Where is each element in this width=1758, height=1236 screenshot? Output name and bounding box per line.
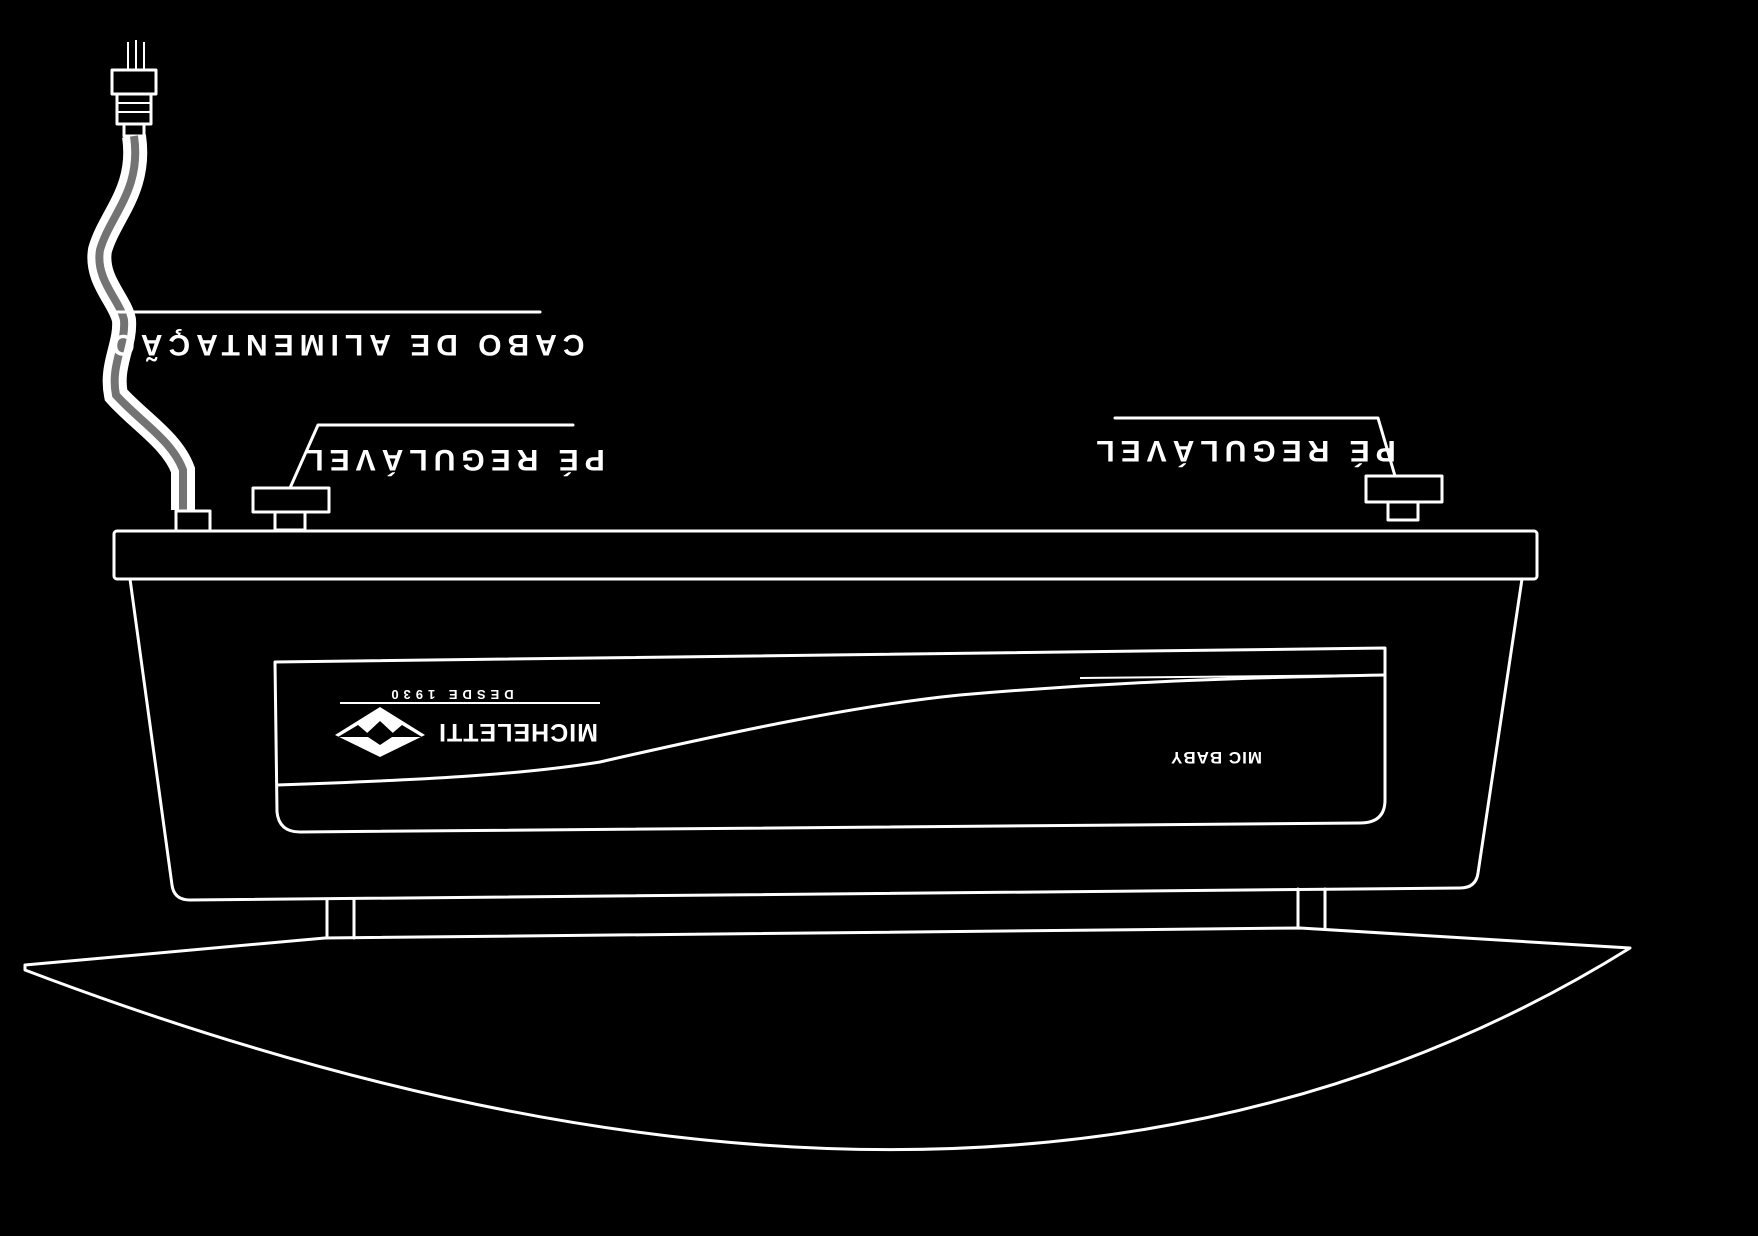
power-cable: [87, 40, 212, 533]
model-name: MIC BABY: [1170, 748, 1262, 767]
power-cable-label: CABO DE ALIMENTAÇÃO: [106, 328, 585, 362]
cable-grommet: [174, 509, 212, 533]
support-post-right: [1296, 887, 1327, 930]
adjustable-foot-left-leader: [288, 423, 575, 490]
cable-plug: [110, 40, 158, 138]
adjustable-foot-right-leader: [1113, 416, 1397, 478]
brand-since: DESDE 1930: [386, 687, 513, 702]
brand-name: MICHELETTI: [438, 718, 598, 746]
brand-logo: [335, 707, 425, 757]
adjustable-foot-right: [1364, 474, 1444, 522]
adjustable-foot-left: [251, 486, 331, 532]
front-panel: [273, 646, 1387, 834]
top-plate: [112, 529, 1539, 581]
weighing-pan: [23, 926, 1632, 1152]
support-post-left: [325, 898, 356, 940]
scale-housing: [128, 577, 1524, 902]
adjustable-foot-left-label: PÉ REGULÁVEL: [299, 443, 604, 477]
adjustable-foot-right-label: PÉ REGULÁVEL: [1090, 434, 1395, 468]
